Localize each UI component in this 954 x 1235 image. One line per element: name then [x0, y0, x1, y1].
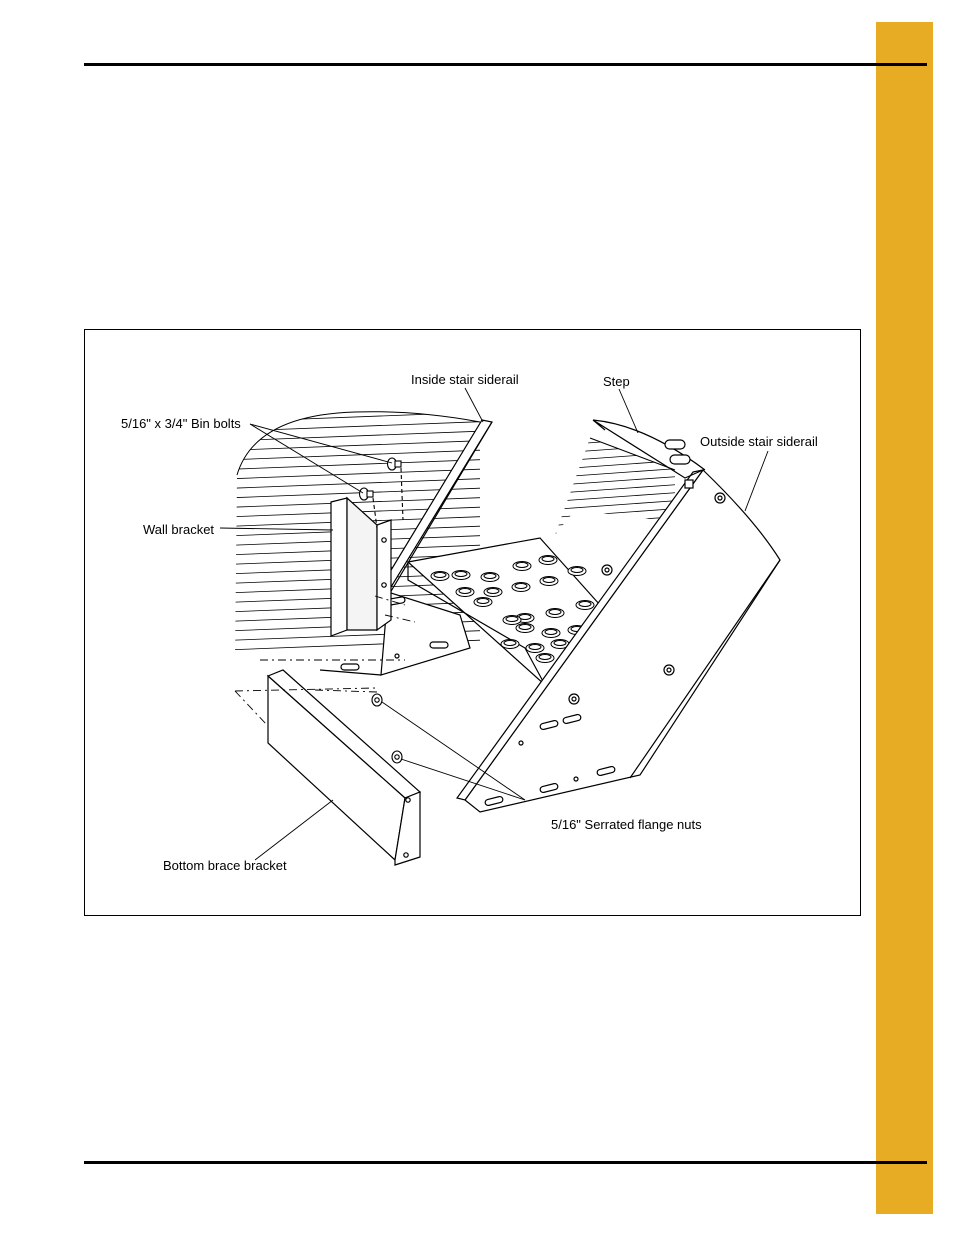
corrugation-line: [555, 451, 675, 463]
bin-bolts: [358, 457, 404, 529]
step-hole-inner: [578, 601, 592, 607]
outside-stair-siderail: [455, 419, 781, 813]
corrugation-line: [235, 459, 480, 470]
inside-stair-siderail: [319, 419, 493, 676]
corrugation-line: [555, 507, 675, 519]
corrugation-line: [555, 475, 675, 487]
step-hole-inner: [476, 598, 490, 604]
callout-outside-stair-siderail: Outside stair siderail: [700, 434, 818, 449]
step-hole-inner: [514, 583, 528, 589]
stair-assembly-drawing: [219, 387, 781, 866]
step-hole-inner: [503, 640, 517, 646]
leader-lines: [219, 387, 769, 861]
step-hole-inner: [538, 654, 552, 660]
stair-step-tread: [406, 537, 601, 686]
step-hole-inner: [553, 640, 567, 646]
step-hole-inner: [528, 644, 542, 650]
wall-bracket: [330, 496, 392, 637]
corrugation-line: [555, 491, 675, 503]
corrugation-line: [555, 438, 675, 447]
serrated-flange-nuts: [371, 693, 403, 764]
step-hole-inner: [548, 609, 562, 615]
corrugation-line: [555, 467, 675, 479]
alignment-lines: [234, 595, 416, 727]
corrugation-line: [555, 483, 675, 495]
callout-serrated-flange-nuts: 5/16" Serrated flange nuts: [551, 817, 702, 832]
callout-bottom-brace-bracket: Bottom brace bracket: [163, 858, 287, 873]
corrugation-line: [235, 449, 480, 461]
bottom-brace-bracket: [266, 669, 422, 866]
corrugation-line: [235, 440, 480, 451]
callout-wall-bracket: Wall bracket: [143, 522, 215, 537]
callout-inside-stair-siderail: Inside stair siderail: [411, 372, 519, 387]
step-hole-inner: [505, 616, 519, 622]
corrugation-line: [555, 443, 675, 455]
stair-assembly-figure: Inside stair siderail Step 5/16" x 3/4" …: [84, 329, 861, 916]
step-hole-inner: [483, 573, 497, 579]
corrugation-line: [235, 430, 480, 442]
callout-step: Step: [603, 374, 630, 389]
callout-bin-bolts: 5/16" x 3/4" Bin bolts: [121, 416, 241, 431]
corrugation-line: [235, 468, 480, 480]
step-hole-inner: [518, 624, 532, 630]
step-hole-inner: [433, 572, 447, 578]
step-hole-inner: [515, 562, 529, 568]
footer-rule: [84, 1161, 927, 1164]
chapter-side-tab: [876, 22, 933, 1214]
step-hole-inner: [541, 556, 555, 562]
corrugation-line: [555, 499, 675, 511]
header-rule: [84, 63, 927, 66]
step-hole-inner: [544, 629, 558, 635]
step-hole-inner: [486, 588, 500, 594]
step-hole-inner: [542, 577, 556, 583]
step-hole-inner: [570, 567, 584, 573]
step-hole-inner: [458, 588, 472, 594]
step-hole-inner: [454, 571, 468, 577]
corrugation-line: [235, 478, 480, 489]
corrugation-line: [235, 421, 480, 432]
